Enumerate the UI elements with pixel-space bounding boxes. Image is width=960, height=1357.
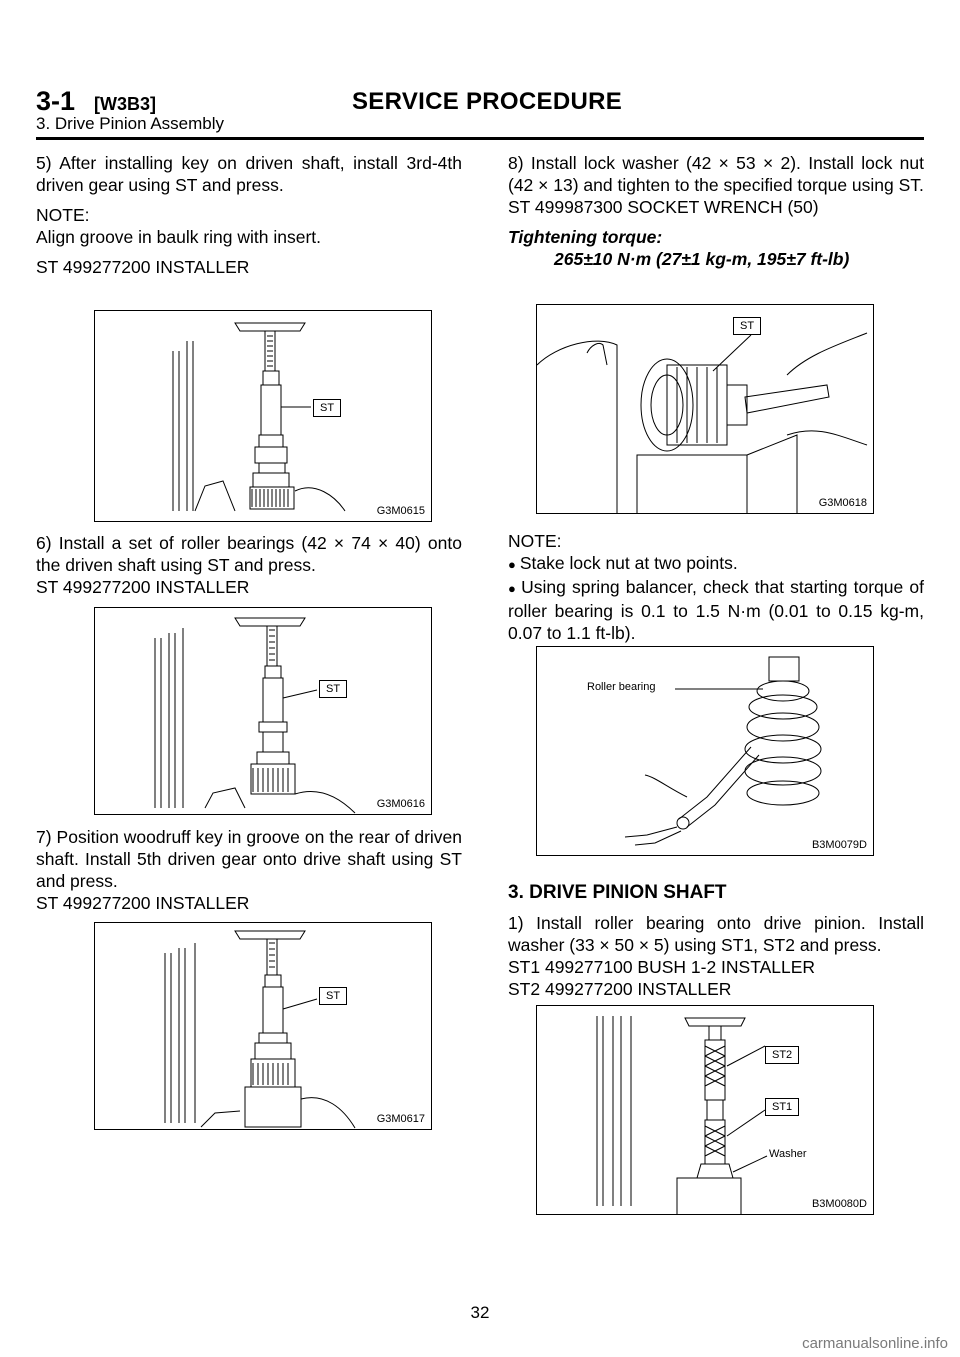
figure-id: B3M0079D — [811, 839, 867, 851]
st-line: ST 499987300 SOCKET WRENCH (50) — [508, 197, 819, 217]
st-callout: ST — [319, 680, 348, 698]
right-note-block: NOTE: Stake lock nut at two points. Usin… — [508, 530, 924, 652]
press-installer-illustration — [172, 322, 346, 512]
st1-line: ST1 499277100 BUSH 1-2 INSTALLER — [508, 957, 816, 977]
figure-b3m0079d: Roller bearing B3M0079D — [536, 646, 874, 856]
figure-id: G3M0616 — [376, 798, 425, 810]
note-label: NOTE: — [36, 205, 90, 225]
step5-text: 5) After installing key on driven shaft,… — [36, 153, 462, 195]
page-header: 3-1 [W3B3] SERVICE PROCEDURE 3. Drive Pi… — [36, 86, 924, 142]
page-number: 32 — [470, 1303, 490, 1322]
watermark: carmanualsonline.info — [802, 1335, 948, 1352]
section-drive-pinion: 3. DRIVE PINION SHAFT 1) Install roller … — [508, 872, 924, 1008]
st-line: ST 499277200 INSTALLER — [36, 577, 250, 597]
note-bullet-1: Stake lock nut at two points. — [508, 552, 924, 576]
page-title: SERVICE PROCEDURE — [352, 88, 623, 115]
step8-text: 8) Install lock washer (42 × 53 × 2). In… — [508, 153, 924, 195]
figure-g3m0618: ST G3M0618 — [536, 304, 874, 514]
st2-callout: ST2 — [765, 1046, 800, 1064]
st-callout: ST — [313, 399, 342, 417]
note-label: NOTE: — [508, 531, 562, 551]
socket-wrench-illustration — [537, 332, 868, 513]
spring-balancer-illustration — [624, 656, 822, 846]
figure-id: G3M0615 — [376, 505, 425, 517]
left-step6-block: 6) Install a set of roller bearings (42 … — [36, 532, 462, 606]
figure-id: B3M0080D — [811, 1198, 867, 1210]
st-line: ST 499277200 INSTALLER — [36, 257, 250, 277]
figure-g3m0616: ST G3M0616 — [94, 607, 432, 815]
left-step5-block: 5) After installing key on driven shaft,… — [36, 152, 462, 286]
step1-text: 1) Install roller bearing onto drive pin… — [508, 913, 924, 955]
right-step8-block: 8) Install lock washer (42 × 53 × 2). In… — [508, 152, 924, 278]
st1-callout: ST1 — [765, 1098, 800, 1116]
roller-bearing-callout: Roller bearing — [587, 681, 656, 693]
figure-id: G3M0618 — [818, 497, 867, 509]
figure-g3m0615: ST G3M0615 — [94, 310, 432, 522]
figure-b3m0080d: ST2 ST1 Washer B3M0080D — [536, 1005, 874, 1215]
page-subtitle: 3. Drive Pinion Assembly — [36, 114, 225, 133]
step7-text: 7) Position woodruff key in groove on th… — [36, 827, 462, 891]
left-step7-block: 7) Position woodruff key in groove on th… — [36, 826, 462, 922]
bush-installer-illustration — [596, 1016, 768, 1214]
st-line: ST 499277200 INSTALLER — [36, 893, 250, 913]
st-callout: ST — [733, 317, 762, 335]
step6-text: 6) Install a set of roller bearings (42 … — [36, 533, 462, 575]
torque-label: Tightening torque: — [508, 227, 663, 247]
note-bullet-2: Using spring balancer, check that starti… — [508, 576, 924, 644]
st-callout: ST — [319, 987, 348, 1005]
washer-callout: Washer — [769, 1148, 807, 1160]
section-code: [W3B3] — [94, 94, 156, 114]
note-text: Align groove in baulk ring with insert. — [36, 227, 322, 247]
figure-id: G3M0617 — [376, 1113, 425, 1125]
section-number: 3-1 — [36, 86, 76, 116]
torque-value: 265±10 N·m (27±1 kg-m, 195±7 ft-lb) — [554, 249, 850, 269]
st2-line: ST2 499277200 INSTALLER — [508, 979, 732, 999]
press-installer-illustration — [164, 930, 356, 1129]
press-installer-illustration — [154, 617, 356, 814]
section-heading: 3. DRIVE PINION SHAFT — [508, 882, 727, 903]
header-rule — [36, 137, 924, 140]
figure-g3m0617: ST G3M0617 — [94, 922, 432, 1130]
